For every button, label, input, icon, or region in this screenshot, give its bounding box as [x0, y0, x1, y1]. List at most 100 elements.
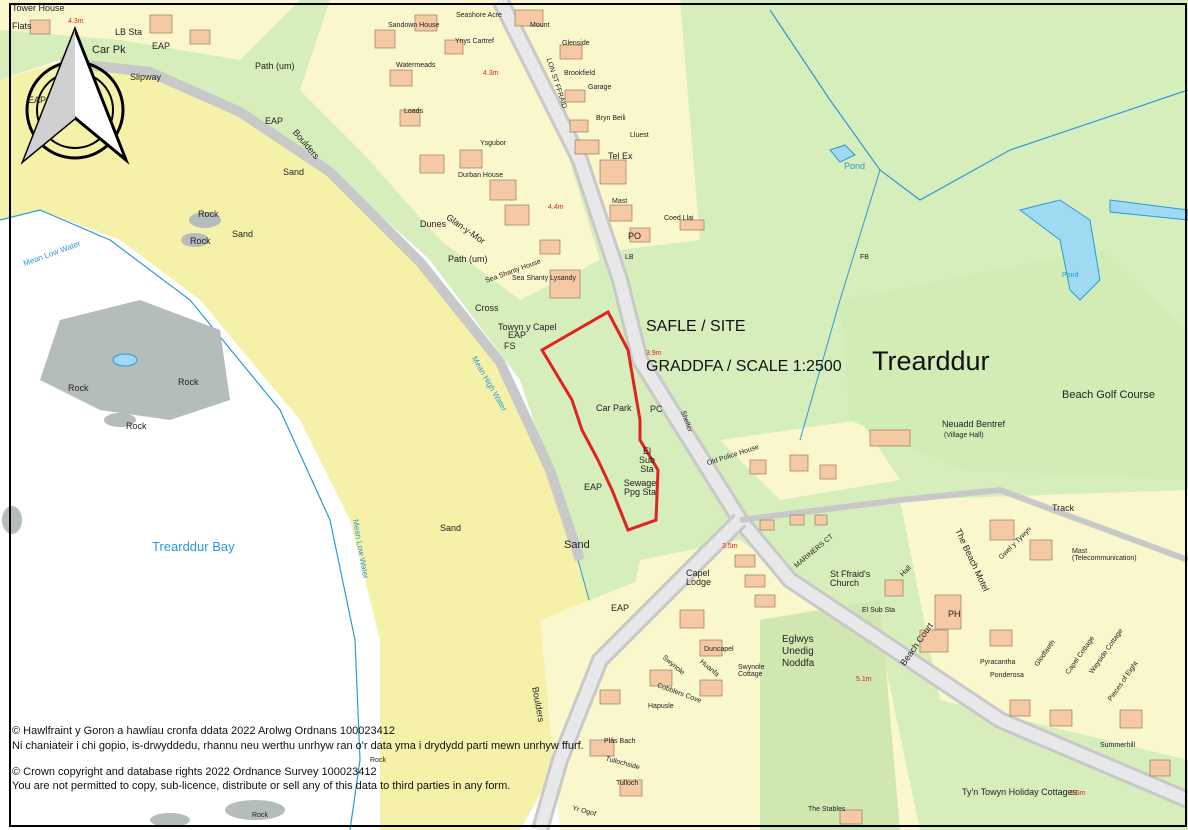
- label-coed-llai: Coed Llai: [664, 215, 694, 222]
- pond-strip: [1109, 199, 1188, 221]
- label-rock-4: Rock: [68, 383, 89, 393]
- site-boundary: [539, 309, 660, 532]
- label-po: PO: [628, 231, 642, 241]
- label-pc: PC: [650, 404, 663, 414]
- label-eap-5: EAP: [584, 482, 603, 492]
- height-4-3m-a: 4.3m: [68, 18, 84, 25]
- label-lluest: Lluest: [630, 132, 649, 139]
- copyright-welsh-2: Ni chaniateir i chi gopio, is-drwyddedu,…: [12, 740, 584, 752]
- label-eap-6: EAP: [611, 603, 630, 613]
- site-title: SAFLE / SITE: [646, 318, 746, 335]
- label-el-sub-sta: El Sub Sta: [638, 446, 655, 474]
- label-summerhill: Summerhill: [1100, 742, 1136, 749]
- label-swynole-cottage: Swynole Cottage: [738, 664, 765, 678]
- copyright-english-2: You are not permitted to copy, sub-licen…: [12, 780, 511, 792]
- pond-small: [829, 144, 856, 163]
- label-sand-2: Sand: [232, 229, 254, 239]
- label-rock-6: Rock: [370, 757, 386, 764]
- label-fb: FB: [860, 254, 869, 261]
- label-glenside: Glenside: [562, 40, 590, 47]
- label-flats: Flats: [12, 21, 32, 31]
- label-lb: LB: [625, 254, 634, 261]
- label-ph: PH: [948, 609, 961, 619]
- label-pond-2: Pond: [1062, 272, 1079, 279]
- sand-area: [0, 62, 600, 830]
- label-el-sub-sta-2: El Sub Sta: [862, 607, 896, 614]
- rock-5: [225, 800, 285, 820]
- copyright-english-1: © Crown copyright and database rights 20…: [12, 766, 377, 778]
- height-3-9m: 3.9m: [646, 350, 662, 357]
- road-east: [739, 486, 1188, 563]
- label-rock-7: Rock: [252, 812, 268, 819]
- label-rock-1: Rock: [198, 209, 219, 219]
- label-pond-1: Pond: [844, 161, 866, 171]
- label-neuadd-bentref: Neuadd Bentref: [942, 419, 1006, 429]
- label-eap-1: EAP: [152, 41, 171, 51]
- label-path-um: Path (um): [255, 61, 295, 71]
- height-4-3m-b: 4.3m: [483, 70, 499, 77]
- label-track: Track: [1052, 503, 1075, 513]
- label-sand-1: Sand: [283, 167, 305, 177]
- label-hapusle: Hapusle: [648, 703, 674, 710]
- label-path-um-2: Path (um): [448, 254, 488, 264]
- label-seashore-acre: Seashore Acre: [456, 12, 502, 19]
- label-cross: Cross: [475, 303, 499, 313]
- label-duncapel: Duncapel: [704, 646, 734, 653]
- label-beach-golf-course: Beach Golf Course: [1062, 389, 1155, 401]
- rock-6: [150, 813, 190, 827]
- label-ynys-cartref: Ynys Cartref: [455, 38, 494, 45]
- stream-south: [799, 169, 881, 441]
- label-sand-3: Sand: [440, 523, 462, 533]
- label-tower-house: Tower House: [12, 3, 65, 13]
- church-field: [760, 600, 900, 830]
- label-loads: Loads: [404, 108, 424, 115]
- label-tyn-towyn: Ty'n Towyn Holiday Cottages: [962, 787, 1078, 797]
- height-4-4m: 4.4m: [548, 204, 564, 211]
- label-bryn-beili: Bryn Beili: [596, 115, 626, 122]
- north-arrow-icon: [20, 25, 130, 165]
- rock-2: [181, 233, 209, 247]
- road-coast: [59, 57, 585, 562]
- label-mast: Mast: [612, 198, 628, 205]
- label-lb-sta: LB Sta: [115, 27, 143, 37]
- label-mount: Mount: [530, 22, 550, 29]
- residential-centre: [720, 420, 900, 500]
- label-trearddur-bay: Trearddur Bay: [152, 539, 235, 554]
- label-fs: FS: [504, 341, 516, 351]
- label-sea-shanty-lysandy: Sea Shanty Lysandy: [512, 275, 576, 282]
- label-village-hall: (Village Hall): [944, 432, 984, 439]
- label-st-ffraids-church: St Ffraid's Church: [830, 569, 871, 588]
- label-rock-2: Rock: [190, 236, 211, 246]
- pond-east: [1018, 199, 1101, 301]
- place-name: Trearddur: [872, 346, 990, 376]
- label-car-pk: Car Pk: [92, 44, 126, 56]
- stream-north: [769, 9, 1188, 201]
- copyright-welsh-1: © Hawlfraint y Goron a hawliau cronfa dd…: [12, 725, 395, 737]
- label-tel-ex: Tel Ex: [608, 151, 633, 161]
- label-eap-4: EAP: [508, 330, 527, 340]
- label-rock-3: Rock: [178, 377, 199, 387]
- label-plas-bach: Plâs Bach: [604, 738, 636, 745]
- label-slipway: Slipway: [130, 72, 162, 82]
- label-mast-telecom: Mast (Telecommunication): [1072, 548, 1137, 562]
- label-car-park: Car Park: [596, 403, 632, 413]
- label-eap-3: EAP: [265, 116, 284, 126]
- scale-title: GRADDFA / SCALE 1:2500: [646, 358, 842, 375]
- map-frame: [9, 3, 1187, 827]
- label-ponderosa: Ponderosa: [990, 672, 1024, 679]
- rock-pool: [112, 353, 138, 367]
- label-durban-house: Durban House: [458, 172, 504, 179]
- label-ysgubor: Ysgubor: [480, 140, 507, 147]
- road-main-centre: [494, 0, 1188, 806]
- label-eap-2: EAP: [28, 95, 47, 105]
- label-brookfield: Brookfield: [564, 70, 596, 77]
- rock-1: [189, 212, 221, 228]
- height-3-5m: 3.5m: [722, 543, 738, 550]
- label-dunes: Dunes: [420, 219, 447, 229]
- label-towyn-y-capel: Towyn y Capel: [498, 322, 557, 332]
- rock-3: [67, 377, 103, 393]
- label-the-stables: The Stables: [808, 806, 846, 813]
